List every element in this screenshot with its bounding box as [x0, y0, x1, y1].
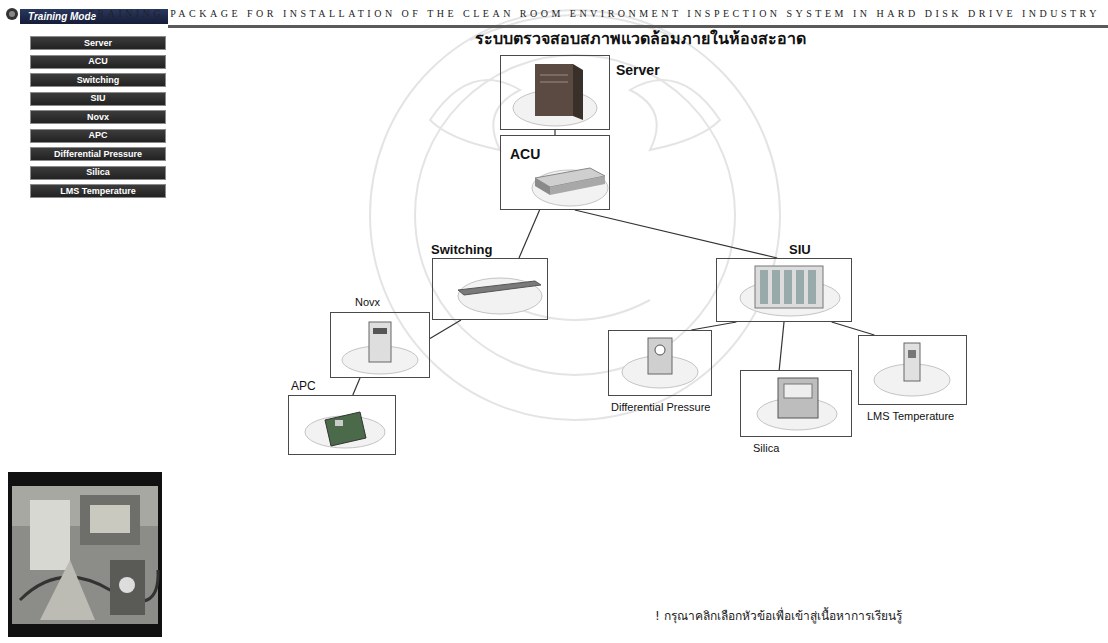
device-label: SIU — [789, 242, 811, 257]
acu-box: ACU — [500, 135, 610, 210]
server-icon — [513, 64, 597, 126]
equipment-photo — [8, 472, 162, 637]
server-button: Server — [30, 36, 166, 50]
acu-icon — [532, 168, 608, 206]
differential-pressure-icon — [622, 338, 698, 388]
siu-icon — [740, 266, 840, 316]
differential-pressure-box: Differential Pressure — [608, 330, 712, 396]
switching-icon — [458, 278, 542, 314]
differential-pressure-button: Differential Pressure — [30, 147, 166, 161]
connector-line — [430, 320, 461, 338]
header-title: TRAINING PACKAGE FOR INSTALLATION OF THE… — [88, 8, 1100, 19]
lms-temperature-box: LMS Temperature — [858, 335, 967, 405]
novx-icon — [342, 322, 418, 374]
lms-temperature-icon — [874, 343, 950, 396]
connector-line — [519, 210, 540, 258]
menu-button-text: LMS Temperature — [60, 186, 135, 197]
apc-button: APC — [30, 129, 166, 143]
novx-box: Novx — [330, 312, 430, 378]
server-box: Server — [500, 55, 610, 130]
menu-button-text: Server — [84, 38, 112, 49]
device-label: Silica — [753, 442, 779, 455]
connector-line — [779, 322, 784, 370]
lms-temperature-button: LMS Temperature — [30, 184, 166, 198]
device-label: Server — [616, 62, 660, 78]
menu-button-text: Silica — [86, 167, 110, 178]
menu-button-text: Differential Pressure — [54, 149, 142, 160]
menu-button-text: SIU — [90, 93, 105, 104]
instruction-note: ! กรุณาคลิกเลือกหัวข้อเพื่อเข้าสู่เนื้อห… — [655, 606, 902, 625]
siu-box: SIU — [716, 258, 852, 322]
silica-button: Silica — [30, 166, 166, 180]
silica-box: Silica — [740, 370, 852, 437]
connector-line — [832, 322, 875, 335]
device-label: Differential Pressure — [611, 401, 710, 414]
menu-title: Training Mode — [28, 11, 96, 23]
acu-button: ACU — [30, 55, 166, 69]
watermark-emblem — [370, 10, 780, 420]
device-label: Switching — [431, 242, 492, 257]
menu-button-text: Novx — [87, 112, 109, 123]
page-title: ระบบตรวจสอบสภาพแวดล้อมภายในห้องสะอาด — [390, 26, 890, 51]
apc-box: APC — [288, 395, 396, 455]
switching-button: Switching — [30, 73, 166, 87]
silica-icon — [757, 378, 837, 430]
device-label: Novx — [355, 296, 380, 309]
connector-line — [575, 210, 777, 258]
device-label: LMS Temperature — [867, 410, 954, 423]
menu-button-text: Switching — [77, 75, 120, 86]
apc-icon — [305, 412, 385, 448]
menu-button-text: ACU — [88, 56, 108, 67]
siu-button: SIU — [30, 92, 166, 106]
connector-line — [691, 322, 736, 330]
logo-icon — [6, 8, 18, 20]
switching-box: Switching — [432, 258, 548, 320]
menu-button-text: APC — [88, 130, 107, 141]
header-rule — [168, 25, 1108, 28]
device-label: ACU — [510, 146, 540, 162]
connector-line — [353, 378, 360, 395]
novx-button: Novx — [30, 110, 166, 124]
device-label: APC — [291, 379, 316, 393]
